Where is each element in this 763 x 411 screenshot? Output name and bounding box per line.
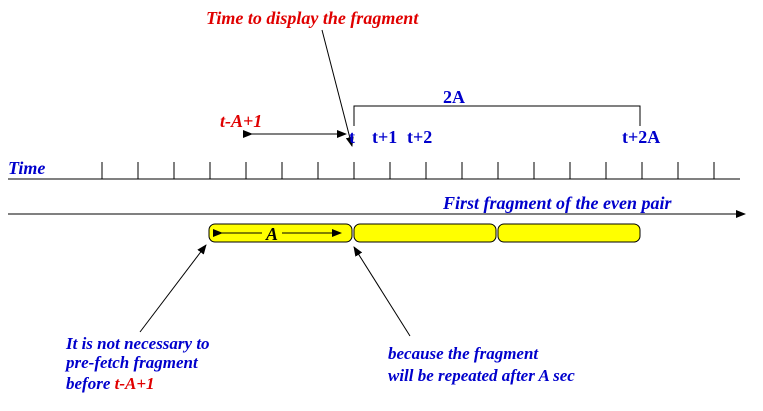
time-axis-label: Time xyxy=(8,158,45,178)
right-note-arrow xyxy=(353,246,411,337)
bracket-2a xyxy=(353,105,641,126)
left-note-line1: It is not necessary to xyxy=(65,334,210,353)
left-note-line3-prefix: before xyxy=(66,374,115,393)
fragment-block-1 xyxy=(208,223,353,243)
tick-label-t: t xyxy=(349,127,355,147)
fragment-block-3 xyxy=(497,223,641,243)
interval-label: t-A+1 xyxy=(220,111,262,131)
left-note-line3: before t-A+1 xyxy=(66,374,155,393)
right-note-line2: will be repeated after A sec xyxy=(388,366,575,385)
bracket-label: 2A xyxy=(443,87,465,107)
fragment-axis-label: First fragment of the even pair xyxy=(442,193,672,213)
right-note-line1: because the fragment xyxy=(388,344,539,363)
tick-label-t2a: t+2A xyxy=(622,127,660,147)
left-note-line2: pre-fetch fragment xyxy=(64,353,199,372)
tick-label-t2: t+2 xyxy=(407,127,432,147)
tick-label-t1: t+1 xyxy=(372,127,397,147)
time-axis-ticks xyxy=(101,162,715,179)
fragment-a-label: A xyxy=(265,224,278,244)
left-note-line3-highlight: t-A+1 xyxy=(115,374,155,393)
diagram-title: Time to display the fragment xyxy=(206,8,419,28)
title-pointer-arrow xyxy=(321,29,354,147)
left-note-arrow xyxy=(139,244,207,333)
fragment-block-2 xyxy=(353,223,497,243)
